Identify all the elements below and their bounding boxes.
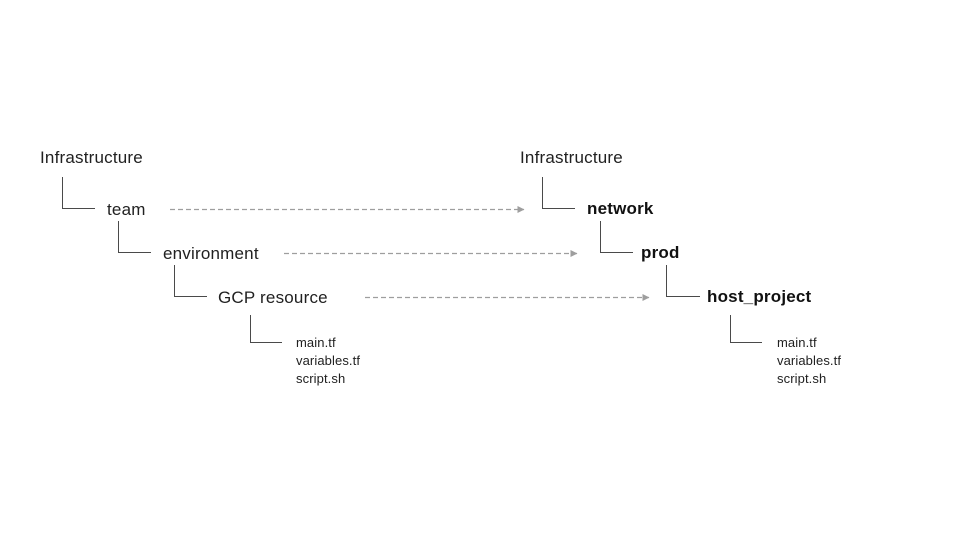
right-connector-host-project-to-files	[730, 315, 762, 343]
right-file-script-sh: script.sh	[777, 371, 827, 386]
right-file-variables-tf: variables.tf	[777, 353, 842, 368]
right-connector-root-to-network	[542, 177, 575, 209]
left-file-main-tf: main.tf	[296, 335, 336, 350]
right-tree-file-list: main.tf variables.tf script.sh	[777, 334, 841, 388]
left-tree-node-environment: environment	[163, 244, 259, 263]
left-connector-root-to-team	[62, 177, 95, 209]
right-tree-root-label: Infrastructure	[520, 148, 623, 167]
left-file-variables-tf: variables.tf	[296, 353, 361, 368]
right-connector-prod-to-host-project	[666, 265, 700, 297]
right-tree-node-prod: prod	[641, 243, 680, 262]
left-tree-root-label: Infrastructure	[40, 148, 143, 167]
right-file-main-tf: main.tf	[777, 335, 817, 350]
left-connector-gcp-resource-to-files	[250, 315, 282, 343]
right-tree-node-host-project: host_project	[707, 287, 812, 306]
right-connector-network-to-prod	[600, 221, 633, 253]
left-tree-file-list: main.tf variables.tf script.sh	[296, 334, 360, 388]
left-file-script-sh: script.sh	[296, 371, 346, 386]
left-connector-team-to-environment	[118, 221, 151, 253]
left-connector-environment-to-gcp-resource	[174, 265, 207, 297]
left-tree-node-team: team	[107, 200, 146, 219]
left-tree-node-gcp-resource: GCP resource	[218, 288, 328, 307]
right-tree-node-network: network	[587, 199, 654, 218]
